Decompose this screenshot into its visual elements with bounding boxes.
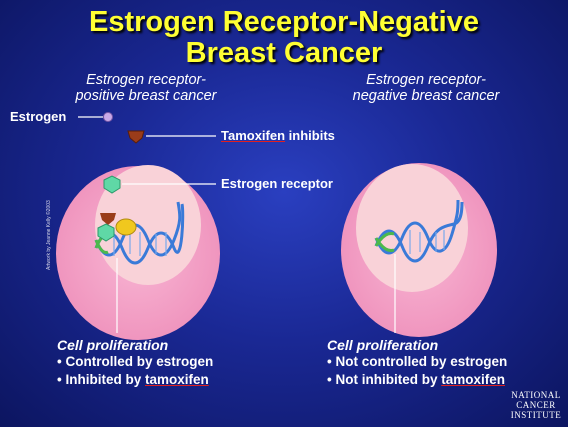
left-panel-title-line1: Estrogen receptor- [86, 72, 206, 88]
nci-logo: NATIONAL CANCER INSTITUTE [508, 390, 564, 420]
left-bullet-2-text: • Inhibited by [57, 372, 145, 387]
inhibits-text: inhibits [285, 128, 335, 143]
right-cell-nucleus [356, 164, 468, 292]
left-bullet-2: • Inhibited by tamoxifen [57, 372, 209, 387]
logo-line1: NATIONAL [511, 390, 561, 400]
logo-line3: INSTITUTE [510, 410, 562, 420]
left-tamoxifen-link[interactable]: tamoxifen [144, 372, 209, 387]
receptor-molecule-icon [103, 175, 121, 194]
left-cell-proliferation-title: Cell proliferation [57, 337, 169, 353]
right-bullet-1: • Not controlled by estrogen [327, 354, 508, 369]
left-cell-nucleus [95, 165, 201, 285]
left-bullet-1: • Controlled by estrogen [57, 354, 214, 369]
artwork-credit: Artwork by Jeanne Kelly ©2003 [46, 200, 52, 270]
leader-lines [78, 116, 396, 333]
tamoxifen-molecule-icon [127, 130, 145, 144]
right-panel-title-line2: negative breast cancer [352, 88, 500, 104]
right-tamoxifen-link[interactable]: tamoxifen [441, 372, 505, 387]
tamoxifen-inhibits-label: Tamoxifen inhibits [221, 128, 335, 143]
receptor-complex-icon [97, 213, 137, 242]
slide-title-line1: Estrogen Receptor-Negative [89, 6, 479, 38]
estrogen-molecule-icon [103, 112, 113, 122]
tamoxifen-link[interactable]: Tamoxifen [221, 128, 286, 143]
left-panel-title-line2: positive breast cancer [75, 88, 217, 104]
logo-line2: CANCER [516, 400, 556, 410]
right-panel-title: Estrogen receptor- negative breast cance… [306, 72, 546, 104]
right-cell-proliferation-title: Cell proliferation [327, 337, 439, 353]
right-bullet-2-text: • Not inhibited by [327, 372, 442, 387]
right-dna-helix [374, 199, 464, 263]
estrogen-label: Estrogen [10, 109, 67, 124]
left-panel-title: Estrogen receptor- positive breast cance… [26, 72, 266, 104]
right-panel-title-line1: Estrogen receptor- [366, 72, 486, 88]
right-bullet-2: • Not inhibited by tamoxifen [327, 372, 505, 387]
slide-title-line2: Breast Cancer [185, 37, 383, 69]
estrogen-receptor-label: Estrogen receptor [221, 176, 333, 191]
